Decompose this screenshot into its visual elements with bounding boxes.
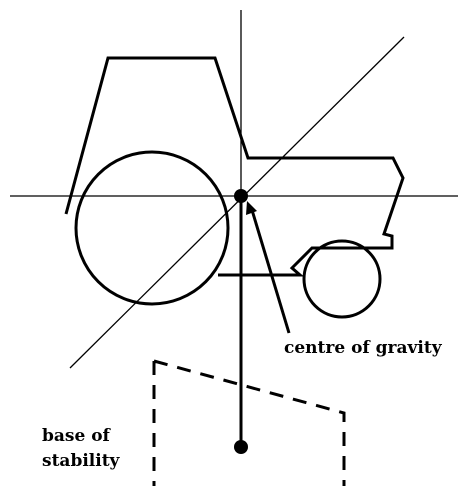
front-wheel [302, 239, 382, 319]
diagonal-axis [69, 36, 405, 369]
centre-of-gravity-point [234, 189, 248, 203]
tractor-body-outline [64, 56, 405, 277]
centre-of-gravity-label: centre of gravity [284, 338, 442, 358]
cog-pointer-line [250, 209, 291, 334]
base-of-stability-outline [152, 359, 346, 486]
cog-pointer-arrowhead [246, 201, 257, 215]
base-of-stability-label-line2: stability [42, 451, 120, 471]
base-of-stability-label-line1: base of [42, 426, 110, 446]
rear-wheel [74, 150, 230, 306]
ground-projection-point [234, 440, 248, 454]
